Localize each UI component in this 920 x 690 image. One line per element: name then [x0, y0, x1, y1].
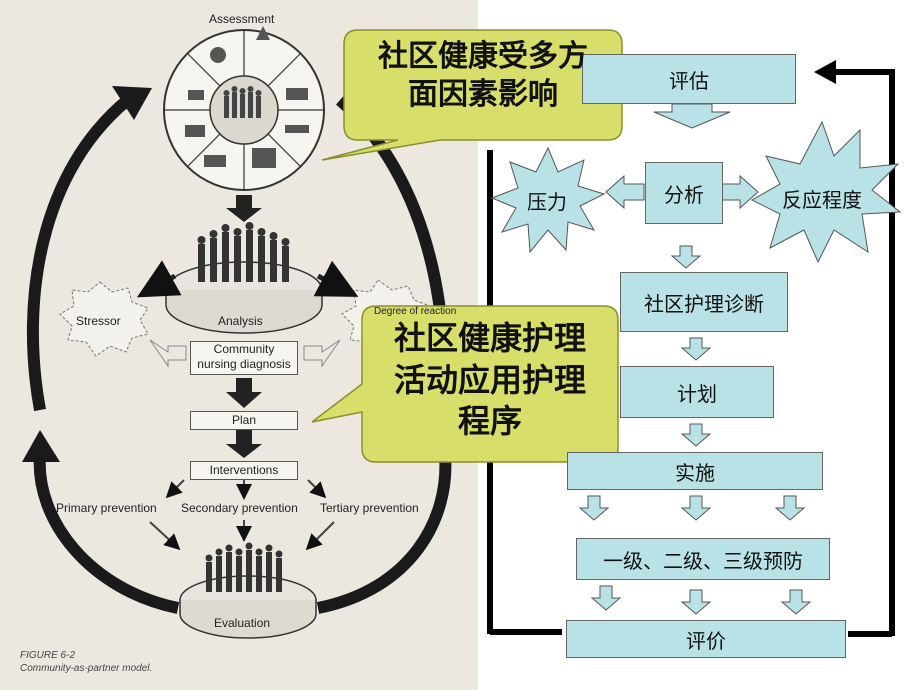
callout-mid: 社区健康护理 活动应用护理 程序	[364, 318, 616, 443]
stress-label: 压力	[527, 190, 567, 214]
evaluate-box: 评价	[566, 620, 846, 658]
evaluation-disk	[179, 542, 317, 639]
arrow-analysis-diagnosis	[670, 245, 702, 269]
analysis-label: Analysis	[218, 314, 263, 328]
plan-box: Plan	[190, 411, 298, 430]
figure-number: FIGURE 6-2	[20, 650, 76, 661]
right-lower-arrow	[316, 454, 452, 614]
arrow-interv-right	[307, 479, 327, 499]
arrow-prev-eval-2	[680, 589, 712, 615]
arrow-to-interventions	[226, 430, 262, 458]
assessment-label: Assessment	[209, 12, 275, 26]
arrow-interv-left	[165, 479, 185, 499]
callout-mid-line-2: 活动应用护理	[393, 360, 586, 399]
plan-box-cn: 计划	[620, 366, 774, 418]
arrow-diagnosis-plan	[680, 337, 712, 361]
degree-of-reaction-label: Degree of reaction	[374, 306, 457, 317]
callout-top-line-2: 面因素影响	[408, 76, 558, 112]
left-cycle-arrowhead	[112, 86, 152, 120]
arrow-prev-left	[149, 521, 181, 551]
left-lower-arrow	[33, 454, 180, 614]
tertiary-prevention-label: Tertiary prevention	[320, 501, 419, 515]
callout-top-shape	[321, 29, 623, 161]
arrow-prev-eval-1	[590, 585, 622, 611]
arrow-implement-prev-2	[680, 495, 712, 521]
arrow-implement-prev-1	[578, 495, 610, 521]
arrow-prev-eval-3	[780, 589, 812, 615]
assess-box: 评估	[582, 54, 796, 104]
callout-top-line-1: 社区健康受多方	[378, 39, 588, 74]
arrow-analysis-stressor	[136, 260, 182, 298]
arrow-prev-right	[305, 521, 335, 551]
hollow-arrow-stressor	[149, 339, 187, 368]
diagnosis-box: 社区护理诊断	[620, 272, 788, 332]
community-nursing-diagnosis-box: Community nursing diagnosis	[190, 341, 298, 375]
arrow-to-plan	[226, 378, 262, 408]
double-arrow-right	[721, 174, 759, 210]
diagnosis-line-1: Community	[213, 342, 275, 356]
assess-down-arrow	[653, 103, 731, 129]
diagnosis-line-2: nursing diagnosis	[197, 357, 291, 371]
implement-box: 实施	[567, 452, 823, 490]
analysis-box: 分析	[645, 162, 723, 224]
prevention-box: 一级、二级、三级预防	[576, 538, 830, 580]
reaction-starburst	[750, 120, 902, 264]
primary-prevention-label: Primary prevention	[56, 501, 157, 515]
callout-top: 社区健康受多方 面因素影响	[346, 38, 620, 113]
stressor-burst	[59, 281, 149, 357]
arrow-implement-prev-3	[774, 495, 806, 521]
left-cycle-arrow	[26, 93, 134, 412]
interventions-box: Interventions	[190, 461, 298, 480]
secondary-prevention-label: Secondary prevention	[181, 501, 298, 515]
double-arrow-left	[605, 174, 645, 210]
arrow-plan-implement	[680, 423, 712, 447]
stressor-label: Stressor	[76, 314, 121, 328]
loop-arrowhead	[814, 60, 836, 84]
callout-mid-shape	[311, 305, 619, 463]
callout-mid-line-3: 程序	[457, 402, 522, 441]
evaluation-label: Evaluation	[214, 616, 271, 630]
callout-mid-line-1: 社区健康护理	[393, 319, 586, 357]
figure-caption: Community-as-partner model.	[20, 663, 153, 674]
hollow-arrow-degree	[303, 339, 341, 368]
stress-starburst	[490, 146, 606, 254]
arrow-analysis-degree	[313, 260, 359, 297]
assessment-wheel	[163, 26, 325, 191]
reaction-degree-label: 反应程度	[782, 188, 862, 212]
left-lower-arrowhead	[22, 430, 60, 462]
arrow-to-analysis	[226, 195, 262, 222]
